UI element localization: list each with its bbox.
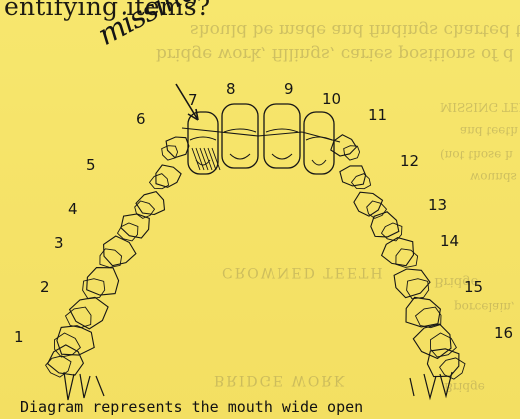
tooth-cusp — [344, 146, 360, 160]
tooth-cusp — [66, 307, 92, 328]
tooth-gumline — [224, 129, 256, 132]
tooth-outline — [382, 238, 414, 266]
tooth-number-9: 9 — [284, 82, 294, 97]
tooth-gumline — [266, 129, 298, 132]
tooth-outline — [340, 166, 366, 186]
tooth-gumline — [190, 137, 216, 140]
tooth-outline — [413, 324, 451, 358]
tooth-number-12: 12 — [400, 154, 419, 169]
tooth-outline — [394, 269, 430, 298]
missing-tooth-hatch — [208, 148, 216, 170]
tooth-number-5: 5 — [86, 158, 96, 173]
tooth-number-10: 10 — [322, 92, 341, 107]
tooth-number-16: 16 — [494, 326, 513, 341]
tooth-number-2: 2 — [40, 280, 50, 295]
missing-tooth-hatch — [196, 148, 204, 170]
tooth-cusp — [407, 279, 429, 299]
tooth-number-6: 6 — [136, 112, 146, 127]
tooth-number-1: 1 — [14, 330, 24, 345]
tooth-number-4: 4 — [68, 202, 78, 217]
missing-tooth-hatch — [192, 148, 200, 170]
tooth-number-11: 11 — [368, 108, 387, 123]
tooth-root — [96, 376, 104, 396]
teeth-layer — [46, 104, 465, 400]
tooth-outline — [70, 297, 109, 329]
tooth-root-line — [272, 154, 292, 159]
tooth-number-8: 8 — [226, 82, 236, 97]
tooth-root — [410, 378, 414, 396]
tooth-outline — [136, 192, 165, 215]
tooth-cusp — [135, 201, 155, 218]
tooth-outline — [406, 297, 440, 327]
tooth-number-14: 14 — [440, 234, 459, 249]
tooth-root-line — [312, 160, 326, 165]
tooth-outline — [222, 104, 258, 168]
missing-tooth-hatch — [200, 148, 208, 170]
tooth-root — [424, 374, 436, 398]
tooth-cusp — [150, 174, 169, 189]
tooth-outline — [264, 104, 300, 168]
tooth-number-13: 13 — [428, 198, 447, 213]
occlusal-line — [182, 128, 340, 142]
tooth-cusp — [83, 279, 105, 299]
missing-tooth-hatch — [204, 148, 212, 170]
tooth-root — [64, 372, 74, 400]
missing-tooth-hatch — [212, 148, 220, 170]
tooth-number-3: 3 — [54, 236, 64, 251]
tooth-root — [80, 374, 90, 398]
tooth-number-7: 7 — [188, 93, 198, 108]
tooth-outline — [166, 137, 189, 158]
tooth-outline — [371, 212, 399, 237]
tooth-number-15: 15 — [464, 280, 483, 295]
diagram-caption: Diagram represents the mouth wide open — [20, 398, 363, 416]
tooth-root-line — [230, 154, 250, 159]
tooth-cusp — [352, 174, 371, 189]
